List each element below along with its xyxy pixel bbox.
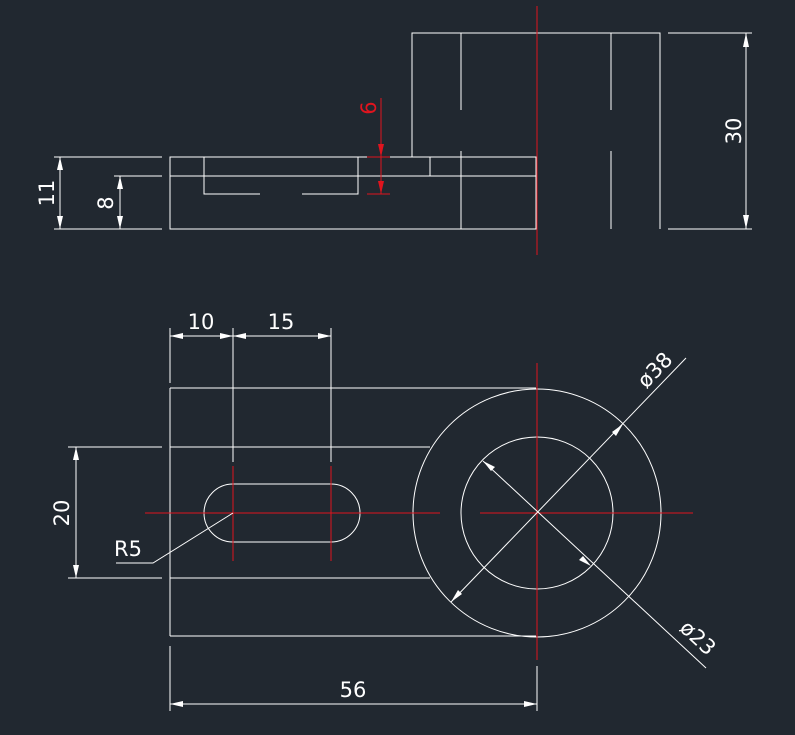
dim6-arrow-top [378, 144, 384, 157]
dim-30-label: 30 [722, 118, 746, 145]
dim-o23-label: ø23 [675, 616, 720, 661]
dim-o23-line [482, 460, 707, 669]
top-view: 10 15 20 56 R5 ø38 ø23 [50, 310, 720, 711]
dim20-arrow-top [73, 447, 79, 460]
dim8-arrow-top [117, 176, 123, 189]
front-view: 30 11 8 6 [35, 6, 752, 255]
front-boss-outline [411, 32, 661, 229]
dim-11-label: 11 [35, 180, 59, 207]
front-slot-hidden-right [302, 157, 359, 195]
dim-o23-arrow-upper [483, 461, 495, 471]
dim56-arrow-right [524, 701, 537, 707]
dim30-arrow-top [743, 33, 749, 47]
dim10-arrow-left [170, 333, 183, 339]
dim8-arrow-bottom [117, 216, 123, 229]
front-step [358, 156, 431, 176]
dim15-arrow-left [233, 333, 246, 339]
dim-o38-line [450, 357, 687, 603]
dim-o38-arrow-lower [451, 590, 462, 602]
dim11-arrow-top [57, 157, 63, 170]
front-slot-hidden-left [203, 157, 260, 195]
dim11-arrow-bottom [57, 216, 63, 229]
dim-20-label: 20 [50, 500, 74, 527]
dim-o38-label: ø38 [633, 348, 678, 393]
dim-8-label: 8 [94, 196, 118, 209]
dim-15-label: 15 [268, 310, 295, 334]
dim-10-label: 10 [188, 310, 215, 334]
dim20-arrow-bottom [73, 565, 79, 578]
front-base-outline [169, 156, 537, 230]
r5-label: R5 [114, 537, 142, 561]
dim15-arrow-right [318, 333, 331, 339]
dim6-arrow-bottom [378, 181, 384, 194]
dim56-arrow-left [170, 701, 183, 707]
r5-leader [116, 512, 234, 564]
dim-o38-arrow-upper [612, 424, 623, 436]
dim10-arrow-right [220, 333, 233, 339]
dim-6-label: 6 [357, 101, 381, 114]
dim-o23-arrow-lower [579, 556, 591, 566]
dim30-arrow-bottom [743, 215, 749, 229]
dim-56-label: 56 [340, 678, 367, 702]
